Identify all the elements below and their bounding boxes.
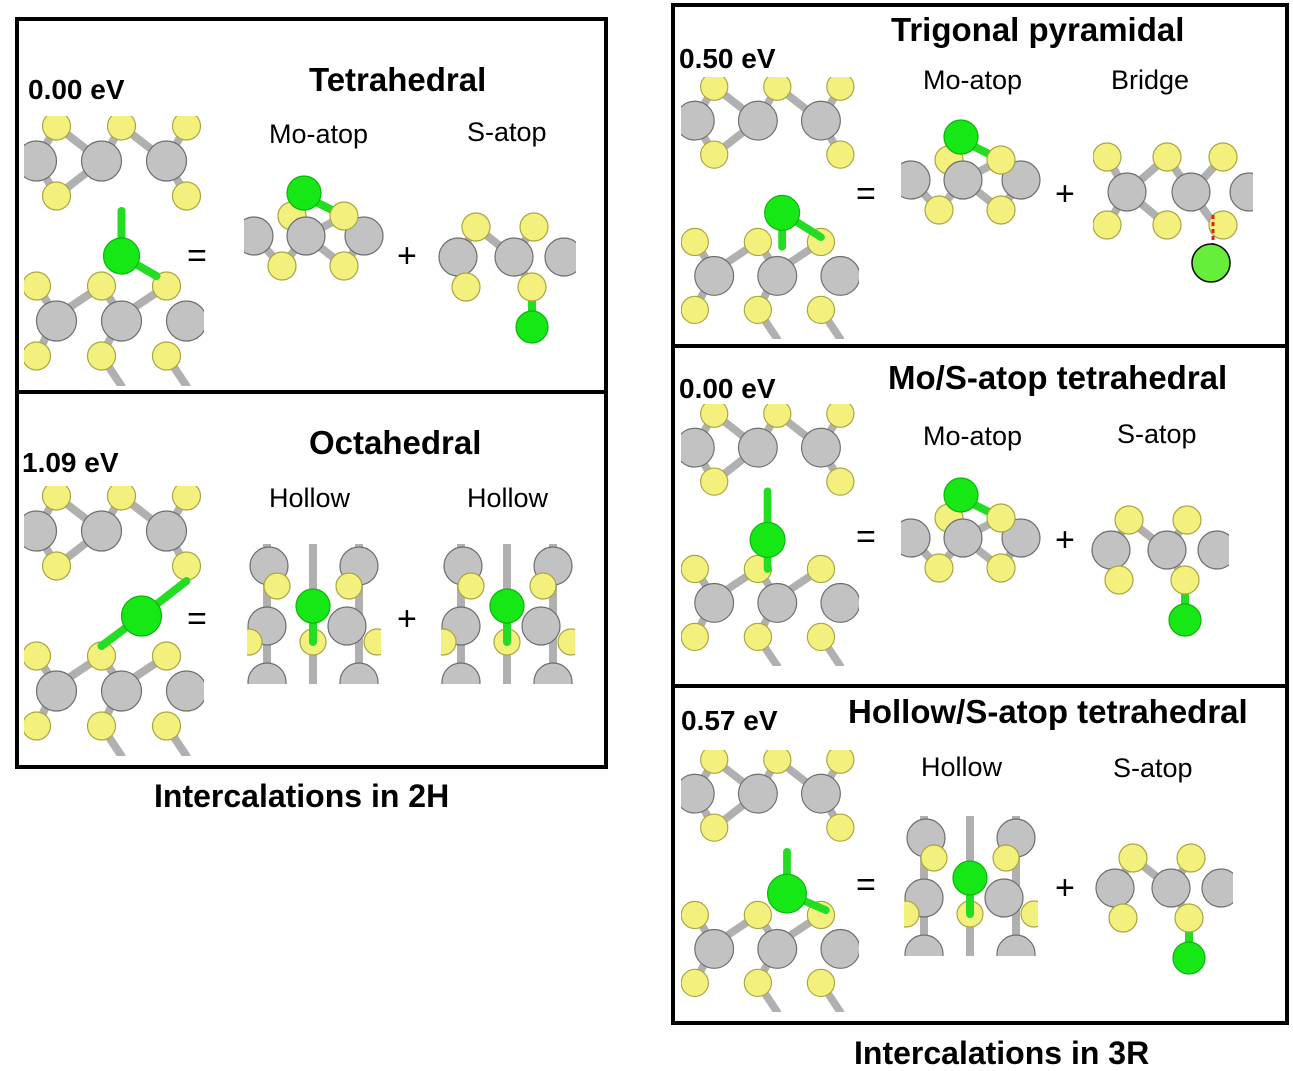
energy-label: 0.57 eV (681, 705, 778, 736)
equals-sign: = (187, 237, 207, 275)
bilayer-structure (24, 116, 204, 386)
site-label-b: S-atop (467, 117, 547, 147)
equals-sign: = (856, 518, 876, 556)
panel-2h-tetrahedral: 0.00 eV Tetrahedral Mo-atop S-atop = + (15, 17, 608, 394)
hollow-structure (247, 544, 381, 684)
bilayer-structure (681, 77, 859, 339)
panel-3r-trigonal-pyramidal: 0.50 eV Trigonal pyramidal Mo-atop Bridg… (671, 3, 1289, 348)
site-label-b: Bridge (1111, 65, 1190, 95)
panel-3r-mo-s-atop-tetrahedral: 0.00 eV Mo/S-atop tetrahedral Mo-atop S-… (671, 344, 1289, 688)
plus-sign: + (1055, 521, 1075, 559)
hollow-structure (441, 544, 575, 684)
panel-3r-hollow-s-atop-tetrahedral: 0.57 eV Hollow/S-atop tetrahedral Hollow… (671, 684, 1289, 1025)
plus-sign: + (397, 237, 417, 275)
energy-label: 0.00 eV (28, 74, 125, 105)
panel-title: Tetrahedral (309, 61, 487, 98)
caption-3r: Intercalations in 3R (854, 1035, 1150, 1071)
panel-title: Mo/S-atop tetrahedral (888, 359, 1228, 396)
energy-label: 0.50 eV (679, 43, 776, 74)
site-label-a: Hollow (921, 752, 1003, 782)
equals-sign: = (187, 600, 207, 638)
bilayer-structure (681, 404, 859, 666)
plus-sign: + (397, 600, 417, 638)
caption-2h: Intercalations in 2H (154, 778, 450, 814)
site-label-a: Mo-atop (923, 65, 1023, 95)
site-label-b: Hollow (467, 483, 549, 513)
panel-title: Trigonal pyramidal (891, 11, 1185, 48)
bridge-structure (1093, 142, 1253, 283)
hollow-structure (904, 816, 1038, 956)
site-label-a: Mo-atop (923, 421, 1023, 451)
plus-sign: + (1055, 175, 1075, 213)
plus-sign: + (1055, 869, 1075, 907)
mo-atop-structure (901, 115, 1041, 255)
equals-sign: = (856, 175, 876, 213)
panel-title: Hollow/S-atop tetrahedral (848, 693, 1248, 730)
bilayer-structure (24, 486, 204, 756)
s-atop-structure (1089, 500, 1229, 650)
mo-atop-structure (244, 171, 384, 311)
site-label-b: S-atop (1117, 419, 1197, 449)
site-label-a: Mo-atop (269, 119, 369, 149)
site-label-b: S-atop (1113, 753, 1193, 783)
bilayer-structure (681, 750, 859, 1012)
s-atop-structure (436, 207, 576, 357)
site-label-a: Hollow (269, 483, 351, 513)
energy-label: 0.00 eV (679, 373, 776, 404)
panel-title: Octahedral (309, 424, 482, 461)
mo-atop-structure (901, 473, 1041, 613)
equals-sign: = (856, 866, 876, 904)
s-atop-structure (1093, 838, 1233, 988)
energy-label: 1.09 eV (22, 447, 119, 478)
panel-2h-octahedral: 1.09 eV Octahedral Hollow Hollow = + (15, 390, 608, 769)
